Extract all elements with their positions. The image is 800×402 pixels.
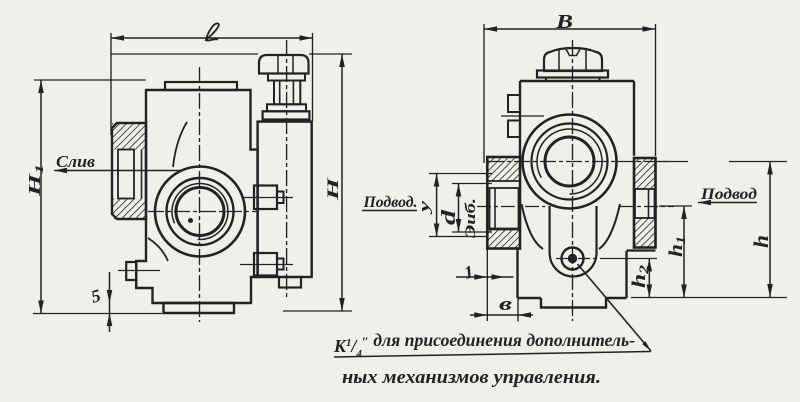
svg-text:h: h xyxy=(749,235,773,248)
svg-text:Эиб.: Эиб. xyxy=(463,198,479,238)
svg-text:Подвод: Подвод xyxy=(700,186,757,203)
svg-text:в: в xyxy=(499,294,513,315)
svg-text:Слив: Слив xyxy=(56,152,95,171)
svg-text:Подвод.: Подвод. xyxy=(363,194,418,211)
svg-text:Н: Н xyxy=(325,177,342,202)
svg-text:d: d xyxy=(438,209,460,226)
svg-text:у: у xyxy=(417,200,433,215)
svg-text:В: В xyxy=(555,11,573,33)
svg-text:ных механизмов управления.: ных механизмов управления. xyxy=(342,368,601,388)
